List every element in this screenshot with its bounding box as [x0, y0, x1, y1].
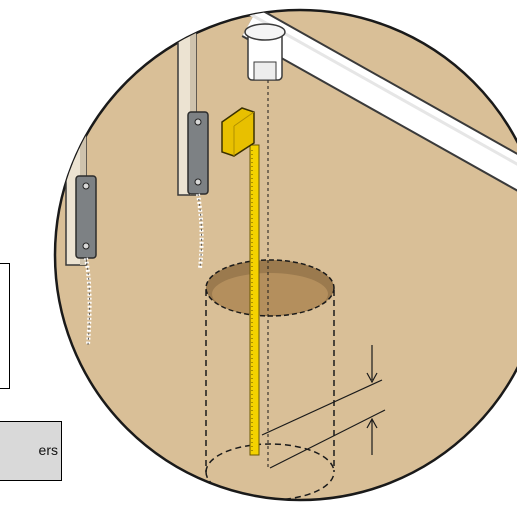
- callout-box-top: [0, 263, 10, 389]
- floor-circle: [53, 8, 517, 502]
- callout-box-bottom: ers: [0, 421, 62, 481]
- overhead-pipe: [241, 10, 517, 200]
- measuring-tape-icon: [249, 144, 260, 456]
- tape-weight-icon: [221, 107, 255, 157]
- callout-bottom-text: ers: [38, 442, 58, 458]
- pipe-fitting: [244, 23, 286, 81]
- water-level-lines: [261, 345, 386, 469]
- middle-post: [177, 10, 209, 269]
